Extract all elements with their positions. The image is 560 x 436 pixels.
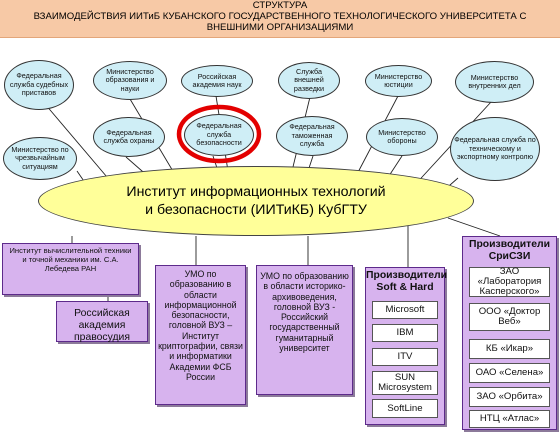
producers-szi-group: Производители СриСЗИ ЗАО «Лаборатория Ка… <box>462 236 557 430</box>
agency-emergencies: Министерство по чрезвычайным ситуациям <box>3 137 77 180</box>
agency-court-bailiffs: Федеральная служба судебных приставов <box>4 60 74 110</box>
agency-fstek-label: Федеральная служба по техническому и экс… <box>454 135 536 162</box>
fsb-highlight-ring <box>176 104 262 164</box>
partner-umo-crypto-label: УМО по образованию в области информацион… <box>158 269 243 382</box>
producer-selena: ОАО «Селена» <box>469 363 550 383</box>
title-line-2: ВЗАИМОДЕЙСТВИЯ ИИТиБ КУБАНСКОГО ГОСУДАРС… <box>33 11 527 22</box>
agency-min-justice-label: Министерство юстиции <box>374 71 423 89</box>
partner-umo-crypto: УМО по образованию в области информацион… <box>155 265 246 405</box>
producer-doctor-web: ООО «Доктор Веб» <box>469 303 550 331</box>
agency-customs: Федеральная таможенная служба <box>276 116 348 156</box>
producers-soft-hard-group: Производители Soft & Hard Microsoft IBM … <box>365 267 448 425</box>
institute-center-oval: Институт информационных технологий и без… <box>38 166 474 236</box>
connector-szi <box>447 217 501 237</box>
agency-min-interior: Министерство внутренних дел <box>455 61 534 103</box>
producer-kaspersky: ЗАО «Лаборатория Касперского» <box>469 267 550 297</box>
partner-umo-archives-label: УМО по образованию в области историко-ар… <box>260 271 349 354</box>
title-banner: СТРУКТУРА ВЗАИМОДЕЙСТВИЯ ИИТиБ КУБАНСКОГ… <box>0 0 560 38</box>
partner-lebedev-institute: Институт вычислительной техники и точной… <box>2 243 139 295</box>
title-line-1: СТРУКТУРА <box>252 0 308 11</box>
agency-russian-academy-label: Российская академия наук <box>192 71 242 89</box>
agency-min-defense-label: Министерство обороны <box>378 127 426 145</box>
agency-guard-service-label: Федеральная служба охраны <box>103 127 155 145</box>
agency-fsb: Федеральная служба безопасности <box>184 114 254 156</box>
agency-foreign-intel-label: Служба внешней разведки <box>293 66 325 93</box>
producer-itv: ITV <box>372 348 438 366</box>
partner-umo-archives: УМО по образованию в области историко-ар… <box>256 265 353 395</box>
agency-foreign-intel: Служба внешней разведки <box>278 62 340 99</box>
title-line-3: ВНЕШНИМИ ОРГАНИЗАЦИЯМИ <box>206 22 354 33</box>
partner-lebedev-institute-label: Институт вычислительной техники и точной… <box>9 246 132 273</box>
producer-microsoft: Microsoft <box>372 301 438 319</box>
agency-court-bailiffs-label: Федеральная служба судебных приставов <box>9 71 69 98</box>
producers-soft-hard-heading: Производители Soft & Hard <box>366 270 448 293</box>
agency-min-interior-label: Министерство внутренних дел <box>468 72 521 90</box>
agency-customs-label: Федеральная таможенная служба <box>289 122 335 149</box>
agency-emergencies-label: Министерство по чрезвычайным ситуациям <box>11 144 69 171</box>
producers-szi-heading: Производители СриСЗИ <box>468 239 550 262</box>
agency-min-education-label: Министерство образования и науки <box>105 66 155 93</box>
agency-min-justice: Министерство юстиции <box>365 65 432 97</box>
agency-min-defense: Министерство обороны <box>366 118 438 156</box>
producer-sun-microsystem: SUN Microsystem <box>372 371 438 395</box>
institute-name-line-1: Институт информационных технологий <box>126 184 386 200</box>
agency-min-education: Министерство образования и науки <box>93 61 167 100</box>
producer-ikar: КБ «Икар» <box>469 339 550 359</box>
agency-fsb-label: Федеральная служба безопасности <box>196 121 242 148</box>
producer-atlas: НТЦ «Атлас» <box>469 410 550 428</box>
producer-orbita: ЗАО «Орбита» <box>469 387 550 407</box>
agency-russian-academy: Российская академия наук <box>181 65 253 97</box>
agency-fstek: Федеральная служба по техническому и экс… <box>450 117 540 181</box>
partner-justice-academy: Российская академия правосудия <box>56 301 148 343</box>
institute-name-line-2: и безопасности (ИИТиКБ) КубГТУ <box>145 202 367 218</box>
producer-softline: SoftLine <box>372 399 438 418</box>
agency-guard-service: Федеральная служба охраны <box>93 117 165 157</box>
producer-ibm: IBM <box>372 324 438 342</box>
partner-justice-academy-label: Российская академия правосудия <box>74 308 130 343</box>
